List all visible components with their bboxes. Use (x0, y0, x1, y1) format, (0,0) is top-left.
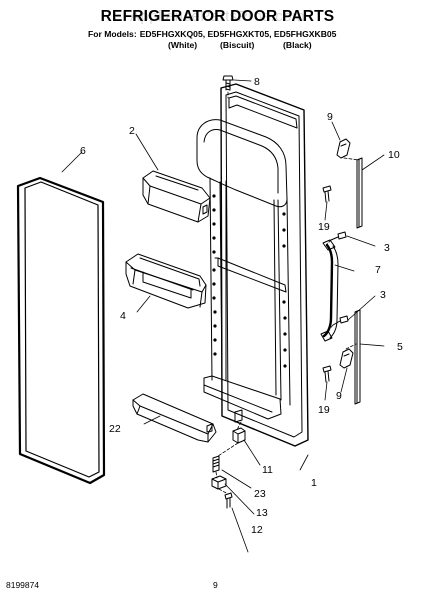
callout-9-lower: 9 (336, 390, 342, 402)
door-gasket-part (16, 176, 106, 485)
door-bin-part (125, 253, 207, 309)
models-list: ED5FHGXKQ05, ED5FHGXKT05, ED5FHGXKB05 (139, 29, 337, 39)
callout-8: 8 (254, 76, 260, 88)
callout-1: 1 (311, 477, 317, 489)
models-label: For Models: (88, 29, 137, 39)
callout-19-upper: 19 (318, 221, 330, 233)
page-title: REFRIGERATOR DOOR PARTS (100, 8, 335, 25)
document-number: 8199874 (6, 580, 40, 590)
dairy-bin-part (142, 170, 211, 223)
trim-strip-lower-part (354, 309, 361, 405)
callout-3-lower: 3 (380, 289, 386, 301)
callout-6: 6 (80, 145, 86, 157)
bottom-screw-part (224, 492, 233, 509)
callout-12: 12 (251, 524, 263, 536)
callout-3-upper: 3 (384, 242, 390, 254)
trim-cap-lower-part (339, 348, 354, 369)
callout-9-upper: 9 (327, 111, 333, 123)
handle-screw-upper-part (330, 231, 347, 241)
callout-22: 22 (109, 423, 121, 435)
door-liner-part (196, 83, 309, 447)
color-biscuit: (Biscuit) (220, 40, 255, 50)
hinge-cam-part (211, 475, 227, 490)
callout-5: 5 (397, 341, 403, 353)
callout-4: 4 (120, 310, 126, 322)
door-handle-part (320, 239, 339, 342)
hinge-screw-part (222, 75, 234, 91)
hinge-bushing-part (212, 455, 220, 473)
trim-strip-upper-part (356, 157, 363, 229)
shelf-bar-part (132, 393, 217, 443)
callout-19-lower: 19 (318, 404, 330, 416)
callout-13: 13 (256, 507, 268, 519)
callout-7: 7 (375, 264, 381, 276)
trim-screw-lower-part (322, 365, 332, 383)
color-white: (White) (168, 40, 198, 50)
callout-10: 10 (388, 149, 400, 161)
trim-screw-upper-part (322, 185, 332, 203)
models-line: For Models:ED5FHGXKQ05, ED5FHGXKT05, ED5… (88, 29, 336, 39)
handle-screw-lower-part (332, 315, 349, 326)
trim-cap-upper-part (336, 138, 351, 159)
watermark-text: AppliancePartsPros.com (129, 8, 306, 25)
color-black: (Black) (283, 40, 312, 50)
callout-11: 11 (262, 464, 273, 476)
callout-23: 23 (254, 488, 266, 500)
door-stop-part (232, 427, 246, 444)
callout-2: 2 (129, 125, 135, 137)
page-number: 9 (213, 580, 218, 590)
